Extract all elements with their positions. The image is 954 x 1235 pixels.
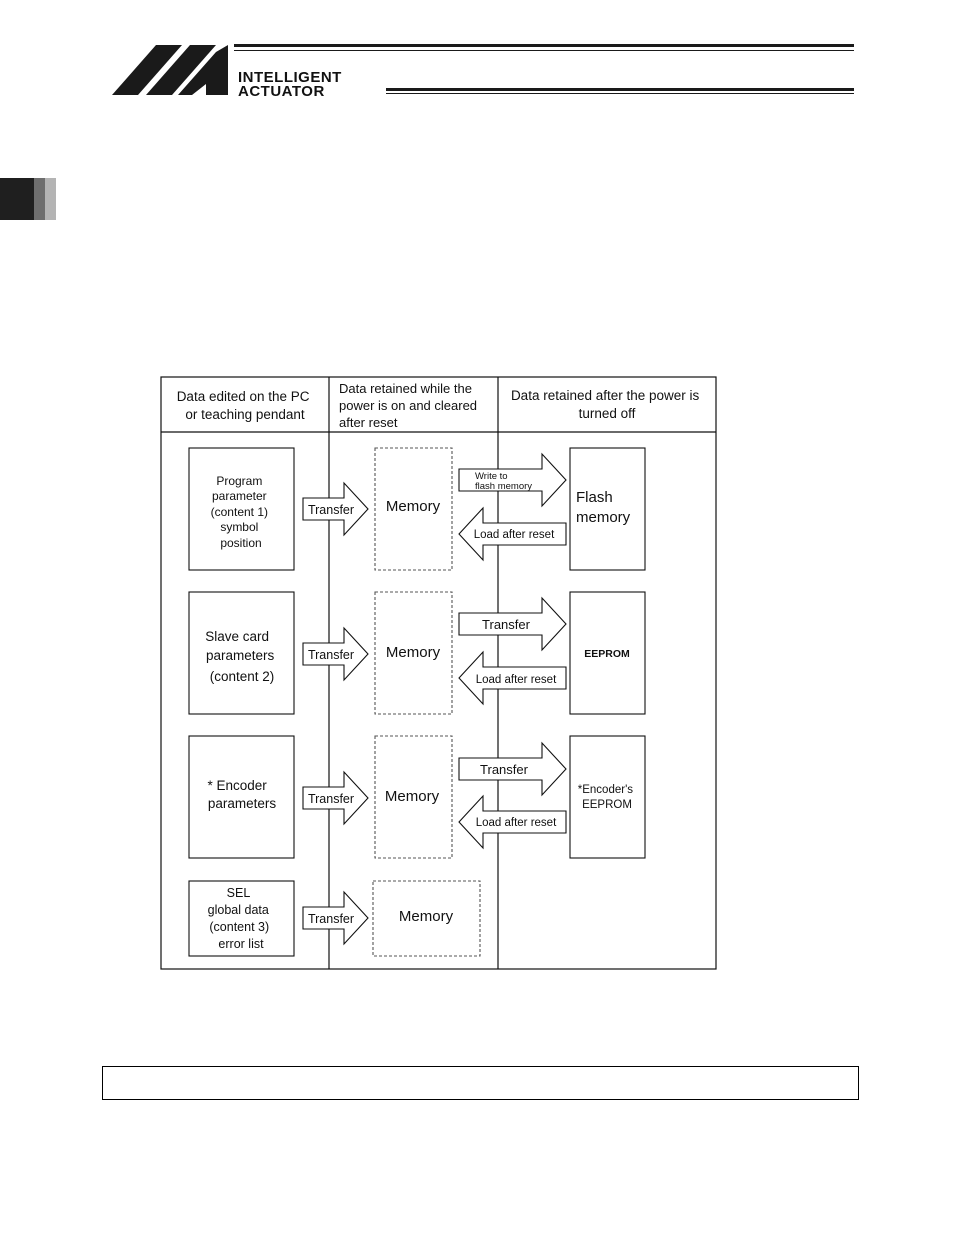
memory-box-2 xyxy=(374,591,453,715)
brand-line1: INTELLIGENT xyxy=(238,69,342,86)
source-label-slave: Slave card parameters (content 2) xyxy=(205,629,278,684)
logo-a-mark xyxy=(178,45,228,95)
memory-box-1 xyxy=(374,447,453,571)
transfer-label-1: Transfer xyxy=(308,503,354,517)
memory-label-1: Memory xyxy=(386,498,441,515)
logo-bottom-line-thin xyxy=(386,93,854,94)
source-label-sel: SEL global data (content 3) error list xyxy=(208,886,273,951)
write-label-1: Write to flash memory xyxy=(475,471,532,492)
source-box-slave xyxy=(188,591,295,715)
load-arrow-1 xyxy=(458,506,567,562)
target-label-encoder-eeprom: *Encoder's EEPROM xyxy=(578,784,636,811)
memory-label-2: Memory xyxy=(386,644,441,661)
load-label-2: Load after reset xyxy=(476,674,557,686)
write-arrow-3 xyxy=(458,741,567,797)
transfer-arrow-2 xyxy=(302,626,369,682)
target-label-eeprom: EEPROM xyxy=(584,648,630,660)
write-arrow-1 xyxy=(458,452,567,508)
target-box-encoder-eeprom xyxy=(569,735,646,859)
logo-slash-1 xyxy=(112,45,182,95)
transfer-label-3: Transfer xyxy=(308,792,354,806)
logo-top-line-thin xyxy=(234,50,854,51)
memory-label-3: Memory xyxy=(385,788,440,805)
source-box-encoder xyxy=(188,735,295,859)
load-arrow-3 xyxy=(458,794,567,850)
source-label-encoder: * Encoder parameters xyxy=(207,778,276,811)
side-tab-light xyxy=(45,178,56,220)
target-label-flash: Flash memory xyxy=(576,489,631,526)
column-header-pc: Data edited on the PC or teaching pendan… xyxy=(177,389,314,422)
transfer-label-2: Transfer xyxy=(308,648,354,662)
transfer-label-4: Transfer xyxy=(308,912,354,926)
load-label-3: Load after reset xyxy=(476,817,557,829)
source-label-program: Program parameter (content 1) symbol pos… xyxy=(211,474,272,550)
logo-slash-2 xyxy=(146,45,216,95)
transfer-arrow-1 xyxy=(302,481,369,537)
target-box-eeprom xyxy=(569,591,646,715)
column-header-volatile: Data retained while the power is on and … xyxy=(339,381,481,430)
transfer-arrow-3 xyxy=(302,770,369,826)
load-label-1: Load after reset xyxy=(474,529,555,541)
memory-box-3 xyxy=(374,735,453,859)
transfer-arrow-4 xyxy=(302,890,369,946)
side-tab-dark xyxy=(0,178,34,220)
chapter-side-tab xyxy=(0,178,56,220)
note-box xyxy=(102,1066,859,1100)
write-label-2: Transfer xyxy=(482,617,531,632)
source-box-program xyxy=(188,447,295,571)
load-arrow-2 xyxy=(458,650,567,706)
write-label-3: Transfer xyxy=(480,762,529,777)
target-box-flash xyxy=(569,447,646,571)
side-tab-mid xyxy=(34,178,45,220)
memory-box-4 xyxy=(372,880,481,957)
logo-bottom-line xyxy=(386,88,854,91)
diagram-frame xyxy=(160,376,717,970)
brand-line2: ACTUATOR xyxy=(238,83,325,98)
intelligent-actuator-logo: INTELLIGENT ACTUATOR xyxy=(112,44,854,98)
logo-top-line xyxy=(234,44,854,47)
memory-label-4: Memory xyxy=(399,908,454,925)
column-header-nonvolatile: Data retained after the power is turned … xyxy=(511,388,703,421)
write-arrow-2 xyxy=(458,596,567,652)
source-box-sel xyxy=(188,880,295,957)
